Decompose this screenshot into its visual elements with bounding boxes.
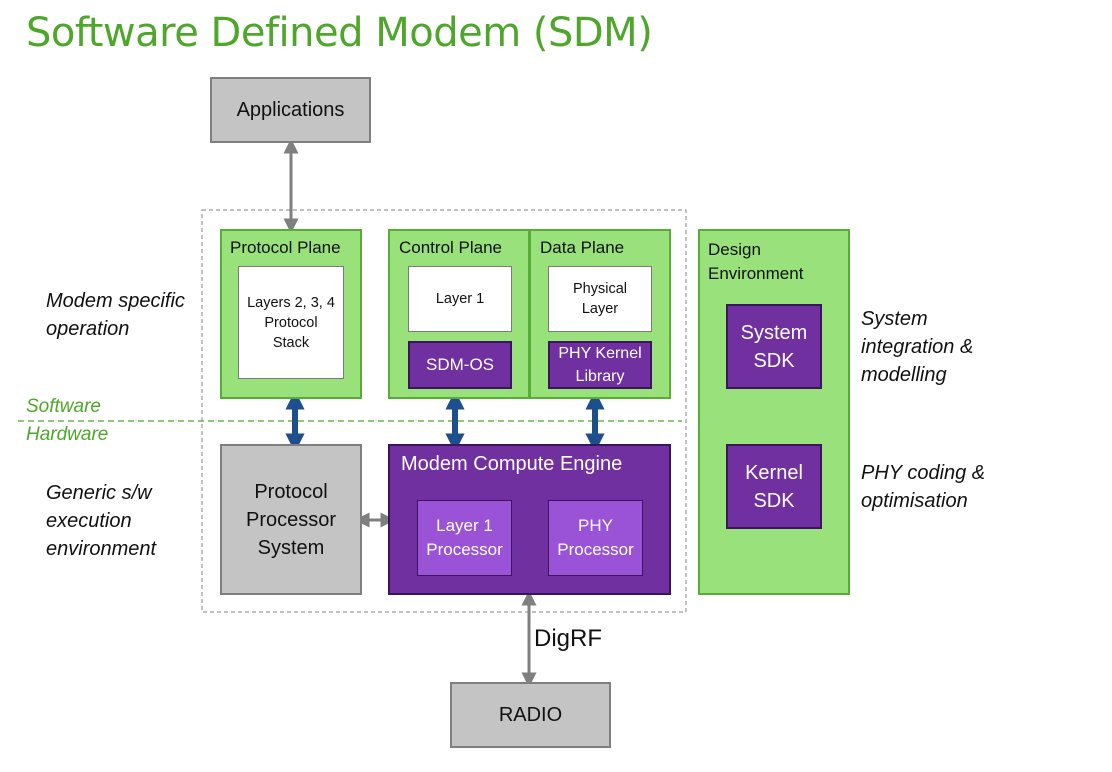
radio-box: RADIO (450, 682, 611, 748)
system-integration-label: System integration & modelling (861, 308, 974, 386)
system-sdk-box: System SDK (726, 304, 822, 389)
physical-layer-box: Physical Layer (548, 266, 652, 332)
applications-box: Applications (210, 77, 371, 143)
applications-label: Applications (236, 98, 345, 121)
protocol-plane-label: Protocol Plane (230, 238, 341, 257)
design-environment-label: Design Environment (708, 240, 804, 283)
design-environment-box (698, 229, 850, 595)
phy-coding-label: PHY coding & optimisation (861, 462, 986, 512)
hardware-label: Hardware (26, 424, 109, 445)
modem-specific-operation-label: Modem specific operation (46, 290, 185, 340)
phy-kernel-library-box: PHY Kernel Library (548, 341, 652, 389)
sdm-os-box: SDM-OS (408, 341, 512, 389)
layer1-processor-box: Layer 1 Processor (417, 500, 512, 576)
control-plane-label: Control Plane (399, 238, 503, 257)
software-label: Software (26, 396, 101, 417)
radio-label: RADIO (498, 703, 563, 726)
digrf-label: DigRF (534, 625, 603, 652)
generic-sw-execution-label: Generic s/w execution environment (46, 482, 157, 560)
modem-compute-engine-label: Modem Compute Engine (401, 453, 623, 475)
layer1-box: Layer 1 (408, 266, 512, 332)
phy-processor-box: PHY Processor (548, 500, 643, 576)
data-plane-label: Data Plane (540, 238, 625, 257)
protocol-stack-box: Layers 2, 3, 4 Protocol Stack (238, 266, 344, 379)
sdm-container-outline (201, 209, 687, 613)
protocol-processor-system-box: Protocol Processor System (220, 444, 362, 595)
kernel-sdk-box: Kernel SDK (726, 444, 822, 529)
page-title: Software Defined Modem (SDM) (26, 10, 653, 56)
